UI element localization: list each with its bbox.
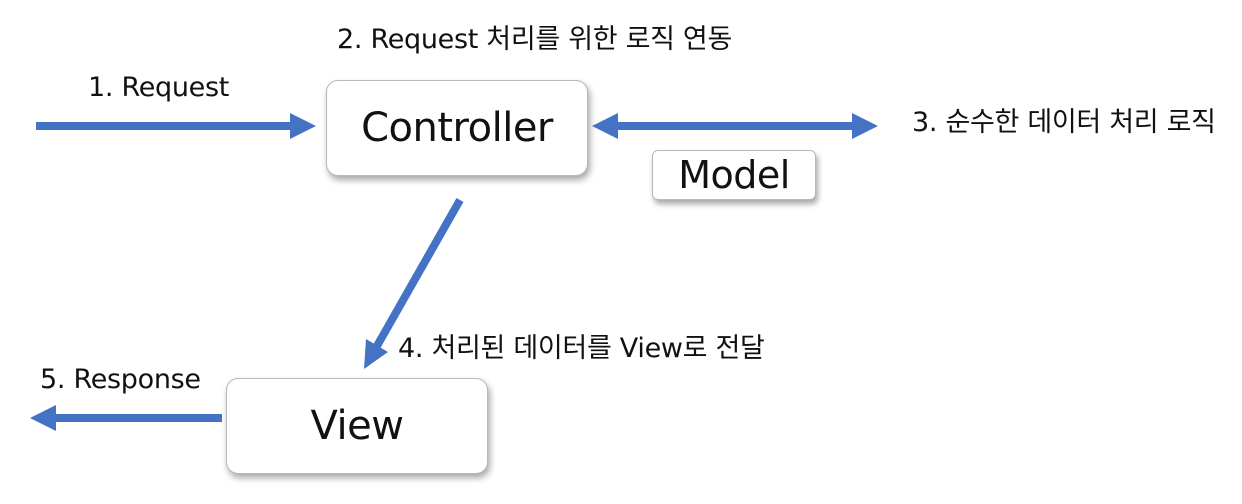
step-4-label: 4. 처리된 데이터를 View로 전달 xyxy=(398,333,765,364)
step-2-label: 2. Request 처리를 위한 로직 연동 xyxy=(337,24,733,55)
controller-box: Controller xyxy=(326,80,588,176)
response-arrow xyxy=(30,405,222,431)
step-5-label: 5. Response xyxy=(40,364,201,395)
request-arrow xyxy=(36,113,316,139)
view-box: View xyxy=(226,378,488,474)
model-box: Model xyxy=(652,150,816,200)
controller-to-view-arrow xyxy=(364,198,464,369)
step-3-label: 3. 순수한 데이터 처리 로직 xyxy=(912,107,1216,138)
model-logic-arrow xyxy=(592,113,878,139)
step-1-label: 1. Request xyxy=(88,72,230,103)
